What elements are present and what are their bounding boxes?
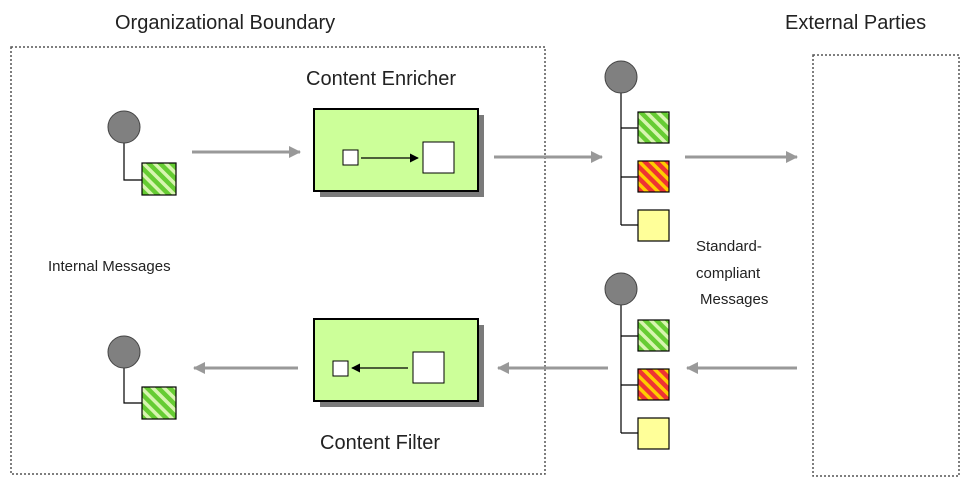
red-part-icon [637,368,670,401]
content-filter-label: Content Filter [320,432,440,454]
large-box-icon [422,141,455,174]
message-node-icon [604,272,638,306]
internal-message-top [107,110,177,196]
internal-message-bottom [107,335,177,420]
standard-compliant-label-line2: compliant [696,265,761,282]
message-node-icon [107,335,141,369]
internal-messages-label: Internal Messages [48,258,171,275]
external-parties-box [812,54,960,477]
external-parties-label: External Parties [785,12,926,34]
message-node-icon [107,110,141,144]
organizational-boundary-label: Organizational Boundary [115,12,335,34]
standard-compliant-label-line1: Standard- [696,238,762,255]
message-node-icon [604,60,638,94]
red-part-icon [637,160,670,193]
standard-message-top [604,60,670,242]
large-box-icon [412,351,445,384]
small-box-icon [342,149,359,166]
green-part-icon [637,319,670,352]
yellow-part-icon [637,417,670,450]
standard-compliant-label-line3: Messages [700,291,768,308]
content-filter-component [313,318,484,407]
green-message-icon [141,162,177,196]
standard-message-bottom [604,272,670,450]
organizational-boundary-box [10,46,546,475]
content-enricher-label: Content Enricher [306,68,456,90]
small-box-icon [332,360,349,377]
green-message-icon [141,386,177,420]
green-part-icon [637,111,670,144]
yellow-part-icon [637,209,670,242]
content-enricher-component [313,108,484,197]
